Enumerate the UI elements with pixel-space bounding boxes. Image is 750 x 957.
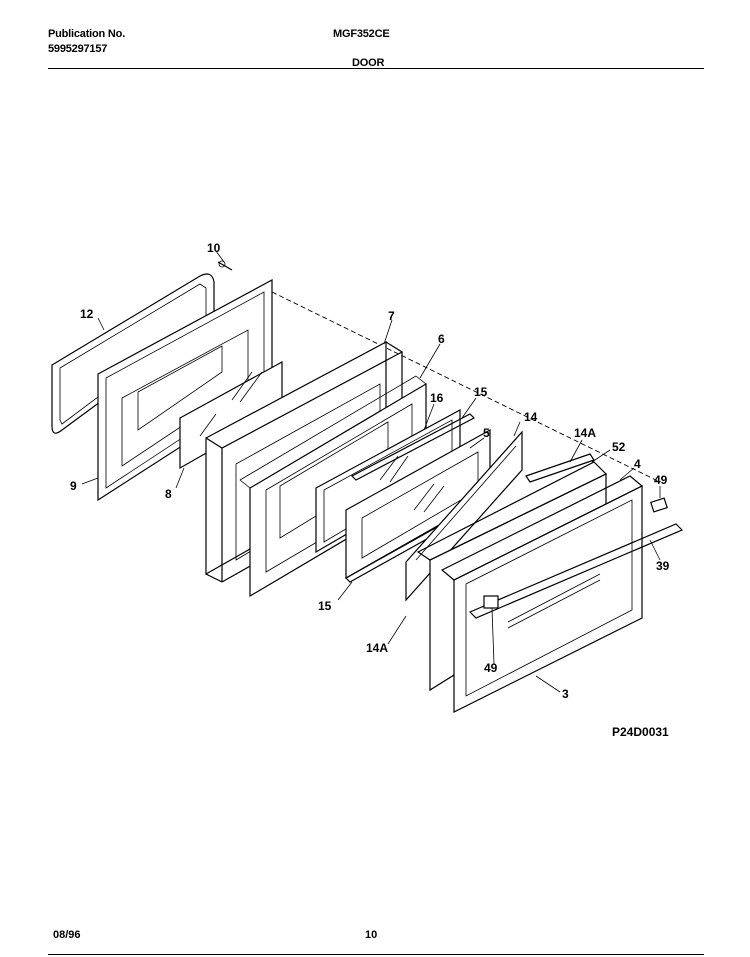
callout-15-lower: 15 [318, 599, 332, 613]
screw-part [217, 260, 233, 271]
callout-52: 52 [612, 440, 626, 454]
glass-channel-upper-part [350, 413, 476, 481]
callout-8: 8 [165, 487, 172, 501]
publication-label: Publication No. [48, 28, 126, 40]
footer-date: 08/96 [53, 929, 81, 941]
callout-14a-top: 14A [574, 426, 596, 440]
footer-page-number: 10 [365, 929, 378, 941]
callout-5: 5 [483, 426, 490, 440]
drawing-code: P24D0031 [612, 725, 669, 739]
door-outer-frame-part [440, 475, 644, 713]
assembly-axis [271, 291, 661, 483]
callout-16: 16 [430, 391, 444, 405]
section-title: DOOR [352, 57, 385, 69]
trim-strip-part [525, 453, 595, 483]
callout-49-bottom: 49 [484, 661, 498, 675]
callout-15-upper: 15 [474, 385, 488, 399]
callout-39: 39 [656, 559, 670, 573]
callout-7: 7 [388, 309, 395, 323]
callout-14: 14 [524, 410, 538, 424]
callout-10: 10 [207, 241, 221, 255]
footer-rule [48, 954, 704, 955]
callout-14a-bottom: 14A [366, 641, 388, 655]
publication-number: 5995297157 [48, 43, 108, 55]
handle-end-cap-part [483, 497, 668, 609]
callout-4: 4 [634, 457, 641, 471]
header-rule [48, 68, 704, 69]
callout-49-right: 49 [654, 473, 668, 487]
callout-12: 12 [80, 307, 94, 321]
model-number: MGF352CE [333, 28, 390, 40]
callout-9: 9 [70, 479, 77, 493]
callout-leaders [81, 250, 661, 693]
callout-6: 6 [438, 332, 445, 346]
door-handle-part [468, 523, 684, 619]
callout-3: 3 [562, 687, 569, 701]
